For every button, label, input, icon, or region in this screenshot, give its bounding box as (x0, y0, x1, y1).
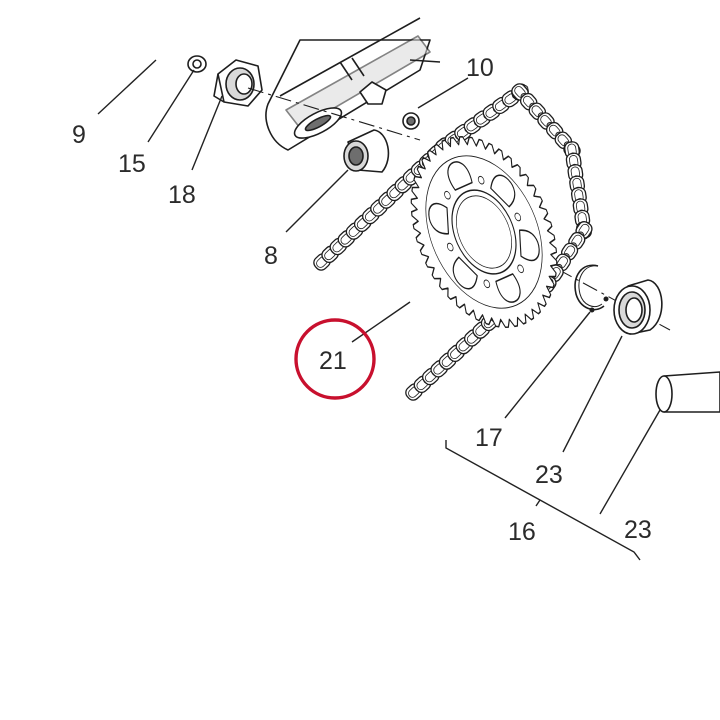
sprocket-bolt-hole (517, 264, 524, 274)
circlip-hole-icon (603, 296, 609, 302)
sprocket-window (447, 161, 473, 191)
callout-labels: 9 15 18 10 8 21 17 23 16 23 (72, 54, 652, 546)
bearing-23-second (655, 371, 720, 413)
sprocket-bolt-hole (446, 242, 454, 252)
sprocket-bolt-hole (483, 279, 491, 289)
leader-lines (97, 59, 661, 561)
spacer-8 (343, 129, 390, 173)
sprocket-window (452, 256, 478, 290)
callout-21: 21 (319, 347, 347, 375)
washer-15 (187, 55, 207, 73)
chain-link (554, 131, 573, 150)
axle-nut-18 (213, 59, 263, 107)
sprocket-window (490, 174, 516, 208)
nut-10 (402, 112, 420, 130)
callout-9: 9 (72, 121, 86, 149)
bearing-23 (613, 279, 663, 335)
highlight-circle (294, 318, 376, 400)
callout-16: 16 (508, 518, 536, 546)
sprocket-window (495, 273, 521, 303)
sprocket-bolt-hole (444, 190, 451, 200)
callout-8: 8 (264, 242, 278, 270)
axle-centerline-upper (247, 87, 421, 141)
sprocket-bolt-hole (477, 175, 485, 185)
sprocket-window (428, 202, 450, 235)
callout-23-a: 23 (535, 461, 563, 489)
drive-chain-wrap (511, 83, 593, 293)
callout-10: 10 (466, 54, 494, 82)
swingarm (265, 17, 441, 151)
callout-17: 17 (475, 424, 503, 452)
callout-18: 18 (168, 181, 196, 209)
callout-23-b: 23 (624, 516, 652, 544)
sprocket-bolt-hole (514, 212, 522, 222)
callout-15: 15 (118, 150, 146, 178)
circlip-17 (574, 264, 609, 313)
sprocket-window (518, 229, 540, 262)
rear-sprocket-21 (410, 136, 558, 328)
circlip-hole-icon (589, 307, 595, 313)
